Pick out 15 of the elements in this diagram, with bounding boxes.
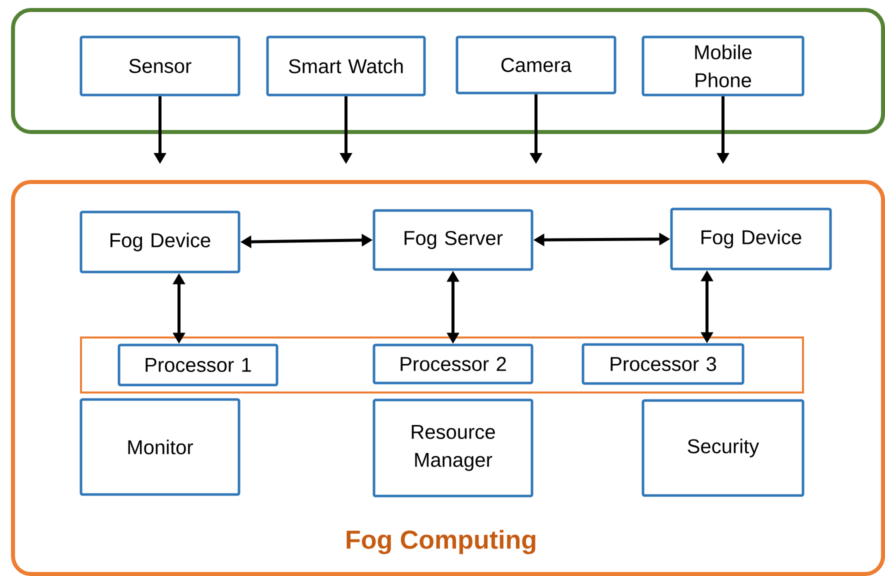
device-box: Fog Device (670, 208, 832, 270)
device-box: Processor 3 (582, 343, 744, 385)
device-box: Smart Watch (266, 36, 426, 96)
device-box: Fog Device (80, 210, 240, 274)
device-box: Security (642, 399, 804, 497)
device-box: Processor 1 (118, 344, 278, 386)
processor-band (80, 336, 804, 394)
device-box: Fog Server (372, 209, 534, 271)
device-box: Mobile Phone (642, 36, 804, 96)
device-box: Camera (456, 36, 616, 94)
device-box: Processor 2 (372, 344, 534, 384)
device-group-frame (11, 8, 885, 134)
device-box: Monitor (80, 398, 240, 496)
device-box: Resource Manager (372, 398, 534, 498)
device-box: Sensor (80, 36, 240, 96)
